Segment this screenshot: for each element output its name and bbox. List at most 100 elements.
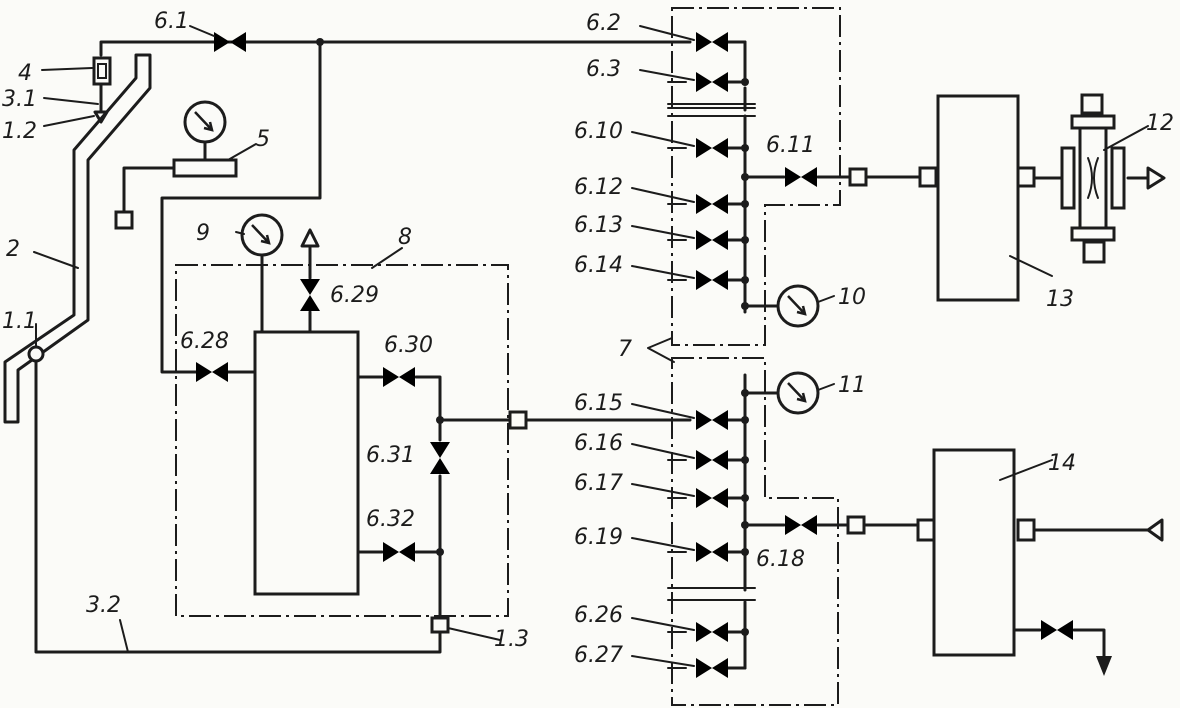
label-3.2: 3.2 (86, 593, 121, 618)
valve-6.29 (300, 279, 320, 311)
label-8: 8 (398, 225, 412, 250)
connector-18-a (846, 515, 866, 535)
sampling-tube-2 (3, 53, 152, 424)
valve-6.28 (196, 362, 228, 382)
drain-arrow-14 (1096, 656, 1112, 676)
label-6.18: 6.18 (756, 547, 805, 572)
gauge-11 (776, 371, 820, 415)
label-14: 14 (1048, 451, 1076, 476)
label-7: 7 (618, 337, 632, 362)
enclosure-7-lower (671, 357, 839, 706)
valve-6.19 (696, 542, 728, 562)
label-6.12: 6.12 (574, 175, 623, 200)
connector-11-a (848, 167, 868, 187)
label-6.16: 6.16 (574, 431, 623, 456)
enclosure-8 (175, 264, 509, 617)
drain-box (114, 210, 134, 230)
label-6.32: 6.32 (366, 507, 415, 532)
valve-6.2 (696, 32, 728, 52)
manifold-upper-stubs (726, 40, 747, 282)
vents (300, 228, 1164, 676)
label-6.13: 6.13 (574, 213, 623, 238)
label-6.26: 6.26 (574, 603, 623, 628)
valve-6.11 (785, 167, 817, 187)
label-3.1: 3.1 (2, 87, 37, 112)
valve-6.15 (696, 410, 728, 430)
valve-6.32 (383, 542, 415, 562)
pipe-3.2 (34, 358, 442, 654)
gauge-9 (240, 213, 284, 257)
valve-6.26 (696, 622, 728, 642)
sample-point-1.1 (27, 345, 45, 363)
label-5: 5 (256, 127, 270, 152)
label-6.11: 6.11 (766, 133, 815, 158)
element-12 (1060, 93, 1166, 264)
label-6.14: 6.14 (574, 253, 623, 278)
valve-6.12 (696, 194, 728, 214)
manifold-lower-stubs (726, 418, 747, 670)
label-6.31: 6.31 (366, 443, 415, 468)
pipe-gauge-5 (122, 166, 176, 214)
label-2: 2 (6, 237, 20, 262)
gauge-5-body (172, 158, 238, 178)
enclosures (175, 7, 841, 706)
label-13: 13 (1046, 287, 1074, 312)
label-12: 12 (1146, 111, 1174, 136)
connector-7-lower (508, 410, 528, 430)
label-6.10: 6.10 (574, 119, 623, 144)
manifold-lower-bars (667, 587, 756, 601)
exhaust-arrow-12 (1146, 166, 1166, 190)
label-6.28: 6.28 (180, 329, 229, 354)
connector-13-in (918, 166, 938, 188)
element-4 (92, 56, 112, 86)
manifold-lower-inlets (667, 459, 687, 669)
valve-6.14 (696, 270, 728, 290)
label-6.17: 6.17 (574, 471, 623, 496)
valve-6.10 (696, 138, 728, 158)
connector-1.3 (430, 616, 450, 634)
label-6.19: 6.19 (574, 525, 623, 550)
label-6.1: 6.1 (154, 9, 189, 34)
label-1.3: 1.3 (494, 627, 529, 652)
valve-6.1 (214, 32, 246, 52)
outlet-arrow-14 (1146, 518, 1164, 542)
label-6.15: 6.15 (574, 391, 623, 416)
manifold-upper-bars (667, 103, 756, 117)
label-6.2: 6.2 (586, 11, 621, 36)
unit-14 (932, 448, 1016, 657)
pipe-14-drain (1010, 628, 1106, 662)
connector-13-out (1016, 166, 1036, 188)
label-6.27: 6.27 (574, 643, 623, 668)
valve-6.31 (430, 442, 450, 474)
label-1.1: 1.1 (2, 309, 37, 334)
sample-points (27, 110, 109, 363)
labels: 1.1 1.2 1.3 2 3.1 3.2 4 5 6.1 6.2 6.3 6.… (2, 9, 1174, 668)
label-10: 10 (838, 285, 866, 310)
label-1.2: 1.2 (2, 119, 37, 144)
enclosure-7-upper (671, 7, 841, 346)
pipe-branch-320 (160, 40, 322, 374)
valve-drain-14 (1041, 620, 1073, 640)
connector-14-in (916, 518, 936, 542)
valve-6.18 (785, 515, 817, 535)
unit-13 (936, 94, 1020, 302)
connector-14-out (1016, 518, 1036, 542)
valve-6.13 (696, 230, 728, 250)
label-9: 9 (196, 221, 210, 246)
junctions (316, 38, 749, 636)
gauge-10 (776, 284, 820, 328)
units (92, 56, 1036, 657)
label-11: 11 (838, 373, 866, 398)
pipes (34, 40, 1150, 670)
label-6.3: 6.3 (586, 57, 621, 82)
pipe-top-main (99, 40, 692, 57)
vent-arrow-6.29 (300, 228, 320, 248)
label-6.30: 6.30 (384, 333, 433, 358)
pipe-6.30 (356, 375, 442, 440)
sample-point-1.2 (93, 110, 109, 124)
valve-6.17 (696, 488, 728, 508)
gauge-5 (183, 100, 227, 144)
label-4: 4 (18, 61, 32, 86)
valve-6.16 (696, 450, 728, 470)
